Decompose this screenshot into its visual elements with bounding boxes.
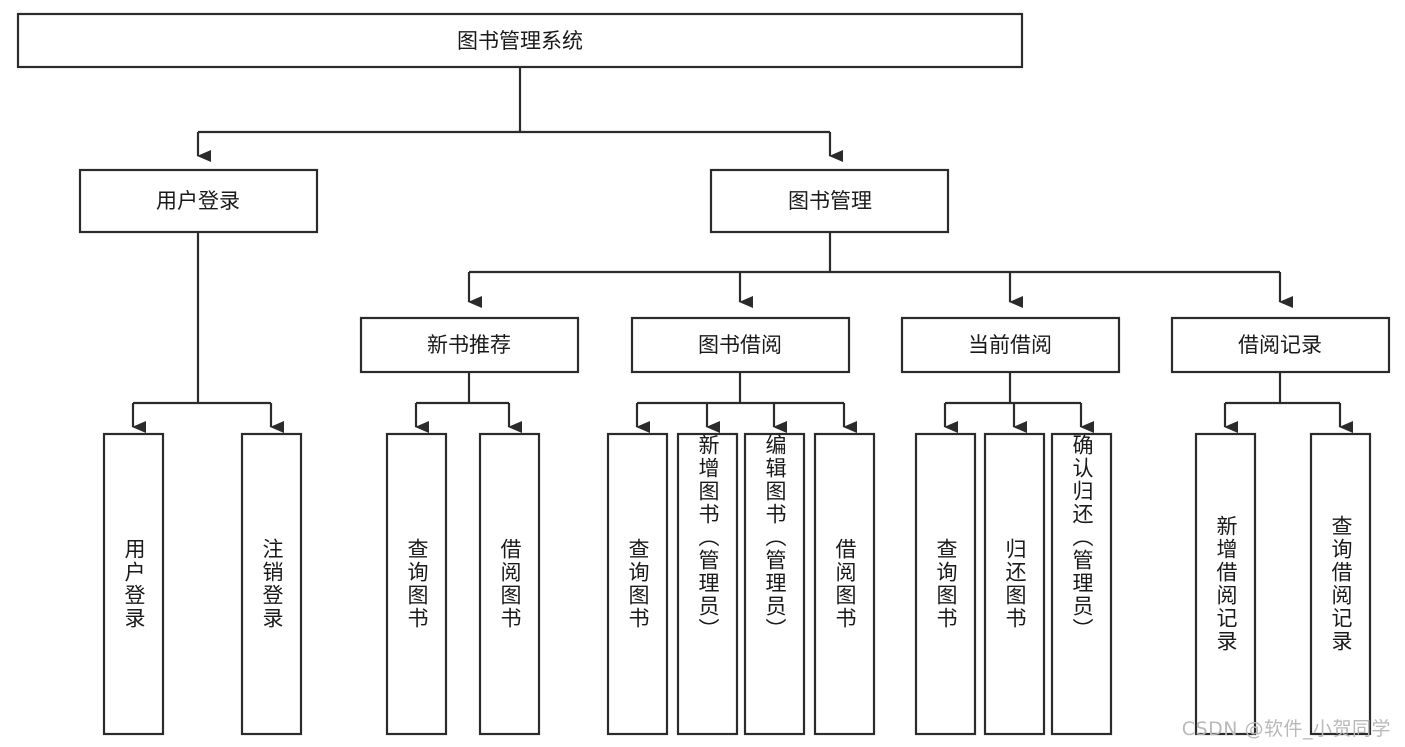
leaf-edit-book-box[interactable] xyxy=(743,432,806,736)
node-book-management-box[interactable] xyxy=(709,168,950,234)
leaf-query-record-box[interactable] xyxy=(1309,432,1372,736)
leaf-borrow-book-2-box[interactable] xyxy=(813,432,876,736)
node-user-login[interactable]: 用户登录 xyxy=(78,168,319,234)
node-book-borrow[interactable]: 图书借阅 xyxy=(630,316,851,374)
leaf-query-book-2-box[interactable] xyxy=(606,432,669,736)
node-user-login-box[interactable] xyxy=(78,168,319,234)
leaf-confirm-return-box[interactable] xyxy=(1050,432,1113,736)
node-current-borrow-label: 当前借阅 xyxy=(968,333,1052,357)
leaf-boxes xyxy=(102,432,1372,736)
leaf-add-record-box[interactable] xyxy=(1194,432,1257,736)
node-new-book-recommend-box[interactable] xyxy=(359,316,580,374)
node-root-box[interactable] xyxy=(16,12,1024,69)
leaf-return-book-box[interactable] xyxy=(983,432,1046,736)
node-borrow-record-box[interactable] xyxy=(1170,316,1391,374)
leaf-query-book-1-box[interactable] xyxy=(385,432,448,736)
csdn-watermark: CSDN @软件_小贺同学 xyxy=(1181,718,1391,740)
node-book-borrow-box[interactable] xyxy=(630,316,851,374)
leaf-user-login-box[interactable] xyxy=(102,432,165,736)
node-borrow-record-label: 借阅记录 xyxy=(1238,333,1322,357)
leaf-add-book-box[interactable] xyxy=(676,432,739,736)
node-new-book-recommend-label: 新书推荐 xyxy=(427,333,511,357)
node-current-borrow[interactable]: 当前借阅 xyxy=(900,316,1121,374)
node-book-borrow-label: 图书借阅 xyxy=(698,333,782,357)
leaf-query-book-3-box[interactable] xyxy=(914,432,977,736)
node-borrow-record[interactable]: 借阅记录 xyxy=(1170,316,1391,374)
node-user-login-label: 用户登录 xyxy=(156,189,240,213)
node-root[interactable]: 图书管理系统 xyxy=(16,12,1024,69)
node-book-management-label: 图书管理 xyxy=(788,189,872,213)
leaf-borrow-book-1-box[interactable] xyxy=(478,432,541,736)
leaf-logout-login-box[interactable] xyxy=(240,432,303,736)
node-layer: 图书管理系统 用户登录 图书管理 新书推荐 图书借阅 xyxy=(16,12,1391,736)
node-new-book-recommend[interactable]: 新书推荐 xyxy=(359,316,580,374)
connector-layer xyxy=(131,67,1353,433)
node-book-management[interactable]: 图书管理 xyxy=(709,168,950,234)
node-current-borrow-box[interactable] xyxy=(900,316,1121,374)
node-root-label: 图书管理系统 xyxy=(457,29,583,53)
